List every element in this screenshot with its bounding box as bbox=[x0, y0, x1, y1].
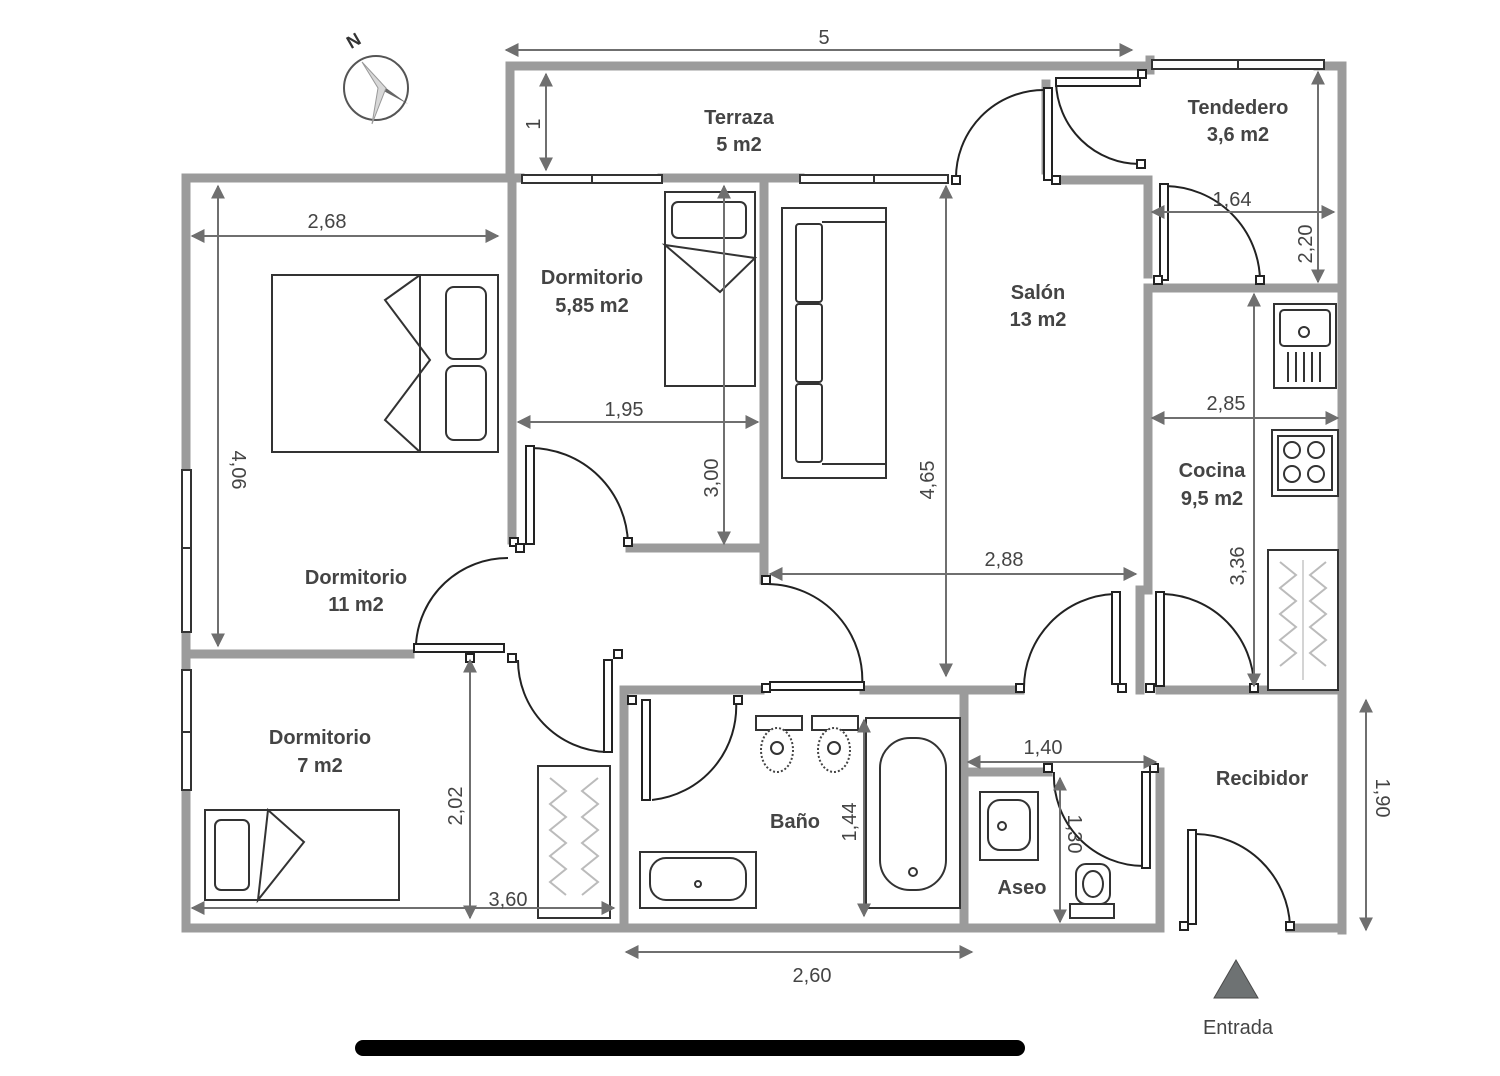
bidet-icon bbox=[811, 715, 859, 773]
room-tendedero-area: 3,6 m2 bbox=[1207, 124, 1269, 146]
dim-terraza-width: 5 bbox=[818, 27, 829, 49]
dimension-lines bbox=[190, 43, 1373, 959]
dim-cocina-width: 2,85 bbox=[1207, 393, 1246, 415]
dim-bano-depth: 1,44 bbox=[839, 803, 861, 842]
room-tendedero-name: Tendedero bbox=[1188, 97, 1289, 119]
compass-label: N bbox=[343, 29, 364, 53]
dim-salon-width: 2,88 bbox=[985, 549, 1024, 571]
dim-dorm7-depth: 2,02 bbox=[445, 787, 467, 826]
single-bed-icon bbox=[204, 807, 400, 904]
room-dorm7-name: Dormitorio bbox=[269, 727, 371, 749]
room-dorm-main-area: 11 m2 bbox=[328, 594, 384, 616]
room-dorm-main-name: Dormitorio bbox=[305, 567, 407, 589]
dim-tendedero-width: 1,64 bbox=[1213, 189, 1252, 211]
dim-dorm-main-depth: 4,06 bbox=[227, 451, 249, 490]
washbasin-icon bbox=[979, 791, 1039, 861]
dim-dorm-small-width: 1,95 bbox=[605, 399, 644, 421]
room-aseo-name: Aseo bbox=[998, 877, 1047, 899]
dim-cocina-depth: 3,36 bbox=[1227, 547, 1249, 586]
windows bbox=[181, 59, 1325, 791]
room-salon-name: Salón bbox=[1011, 282, 1065, 304]
dimension-labels: 5 1 1,64 2,20 2,68 4,06 1,95 3,00 4,65 2… bbox=[227, 27, 1393, 987]
room-terraza-name: Terraza bbox=[704, 107, 775, 129]
room-bano-name: Baño bbox=[770, 811, 820, 833]
dim-aseo-depth: 1,30 bbox=[1063, 815, 1085, 854]
toilet-icon bbox=[755, 715, 803, 773]
room-dorm7-area: 7 m2 bbox=[297, 755, 343, 777]
room-cocina-name: Cocina bbox=[1179, 460, 1247, 482]
dim-salon-depth: 4,65 bbox=[917, 461, 939, 500]
bathtub-icon bbox=[865, 717, 961, 909]
toilet-icon bbox=[1069, 863, 1115, 919]
double-bed-icon bbox=[271, 274, 499, 453]
dim-dorm-main-width: 2,68 bbox=[308, 211, 347, 233]
washbasin-icon bbox=[639, 851, 757, 909]
room-dorm-small-name: Dormitorio bbox=[541, 267, 643, 289]
cooktop-icon bbox=[1271, 429, 1339, 497]
entrance-arrow-icon bbox=[1213, 959, 1259, 999]
room-dorm-small-area: 5,85 m2 bbox=[555, 295, 628, 317]
sink-icon bbox=[1273, 303, 1337, 389]
wardrobe-icon bbox=[1267, 549, 1339, 691]
dim-recibidor-depth: 1,90 bbox=[1371, 779, 1393, 818]
entrance-marker: Entrada bbox=[1203, 959, 1274, 1039]
north-compass-icon: N bbox=[343, 29, 409, 125]
dim-aseo-width: 1,40 bbox=[1024, 737, 1063, 759]
home-indicator-bar[interactable] bbox=[355, 1040, 1025, 1056]
dim-bano-width: 2,60 bbox=[793, 965, 832, 987]
single-bed-icon bbox=[661, 191, 758, 387]
room-recibidor-name: Recibidor bbox=[1216, 768, 1308, 790]
dim-dorm-small-depth: 3,00 bbox=[701, 459, 723, 498]
doors bbox=[413, 69, 1295, 931]
dim-tendedero-depth: 2,20 bbox=[1295, 225, 1317, 264]
room-cocina-area: 9,5 m2 bbox=[1181, 488, 1243, 510]
sofa-icon bbox=[781, 207, 887, 479]
dim-dorm7-width: 3,60 bbox=[489, 889, 528, 911]
entrance-label: Entrada bbox=[1203, 1017, 1274, 1039]
dim-terraza-depth: 1 bbox=[523, 118, 545, 129]
room-salon-area: 13 m2 bbox=[1010, 309, 1067, 331]
room-labels: Terraza 5 m2 Tendedero 3,6 m2 Dormitorio… bbox=[269, 97, 1308, 899]
room-terraza-area: 5 m2 bbox=[716, 134, 762, 156]
wardrobe-icon bbox=[537, 765, 611, 919]
